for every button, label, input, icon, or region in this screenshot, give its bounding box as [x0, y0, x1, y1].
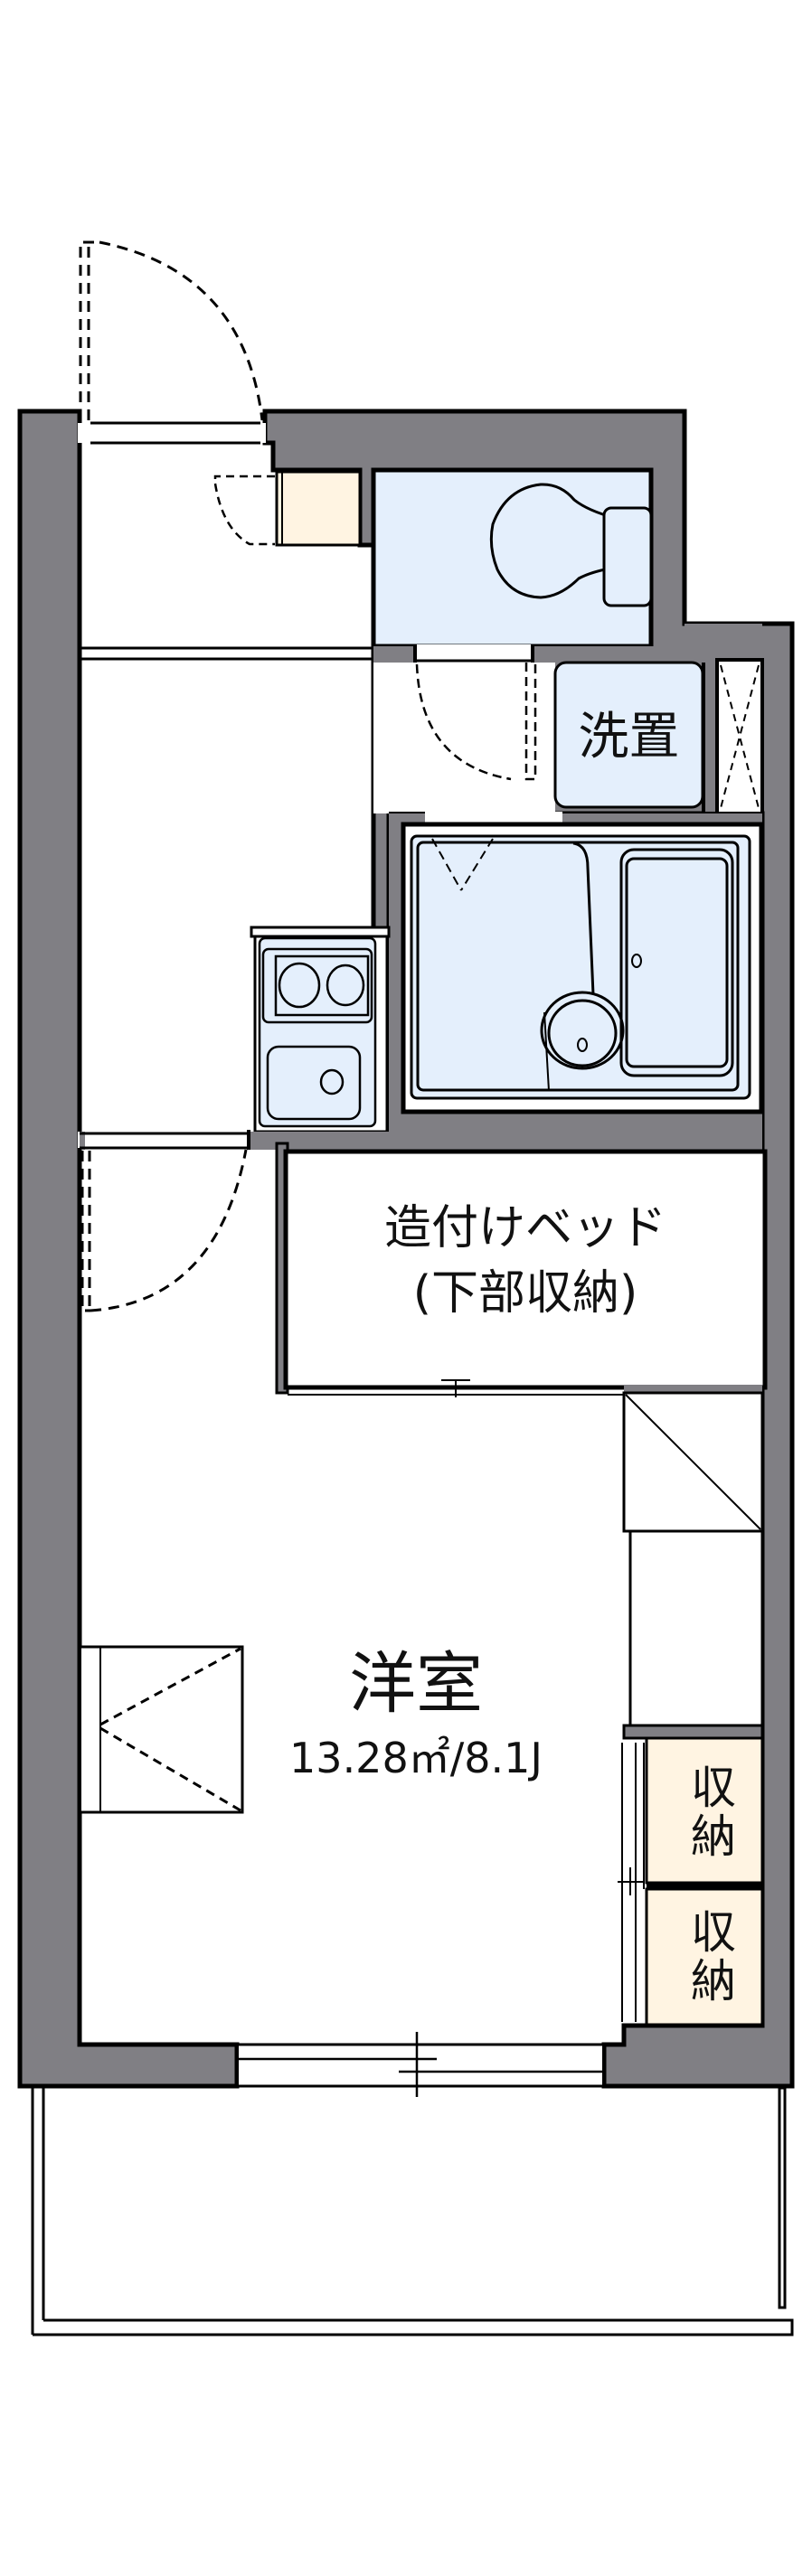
- toilet-door-swing: [415, 663, 537, 781]
- entry-door-swing: [79, 240, 264, 421]
- western-room-area: 13.28㎡/8.1J: [289, 1734, 543, 1782]
- pipe-shaft: [715, 658, 764, 815]
- balcony: [31, 2086, 794, 2336]
- storage-upper: [645, 1736, 764, 1885]
- washbasin: [540, 991, 625, 1070]
- closet-lower-box: [628, 1529, 764, 1727]
- sink-basin: [266, 1045, 362, 1121]
- built-in-bed-label-line1: 造付けベッド: [383, 1201, 666, 1255]
- stove-burner-right: [326, 964, 365, 1007]
- storage-sliding-doors: [618, 1743, 645, 2022]
- air-conditioner-mark: [78, 1645, 244, 1814]
- shoe-cabinet: [275, 470, 362, 547]
- built-in-bed-label-line2: (下部収納): [412, 1266, 638, 1321]
- shower-curtain: [572, 841, 595, 995]
- storage-lower: [645, 1887, 764, 2026]
- washer-space-label: 洗置: [578, 708, 680, 766]
- storage-lower-label: 収納: [684, 1908, 736, 2006]
- bathtub: [619, 848, 734, 1077]
- toilet-fixture: [489, 483, 653, 607]
- shoe-cabinet-door-swing: [213, 475, 275, 546]
- interior-door-swing: [80, 1149, 248, 1312]
- storage-upper-label: 収納: [684, 1763, 736, 1861]
- kitchen-unit: [250, 926, 391, 1133]
- sliding-window: [235, 2032, 606, 2097]
- stove-burner-left: [278, 962, 321, 1009]
- bath-door-fold: [431, 838, 494, 891]
- built-in-bed: [283, 1149, 768, 1390]
- western-room-name: 洋室: [349, 1645, 483, 1723]
